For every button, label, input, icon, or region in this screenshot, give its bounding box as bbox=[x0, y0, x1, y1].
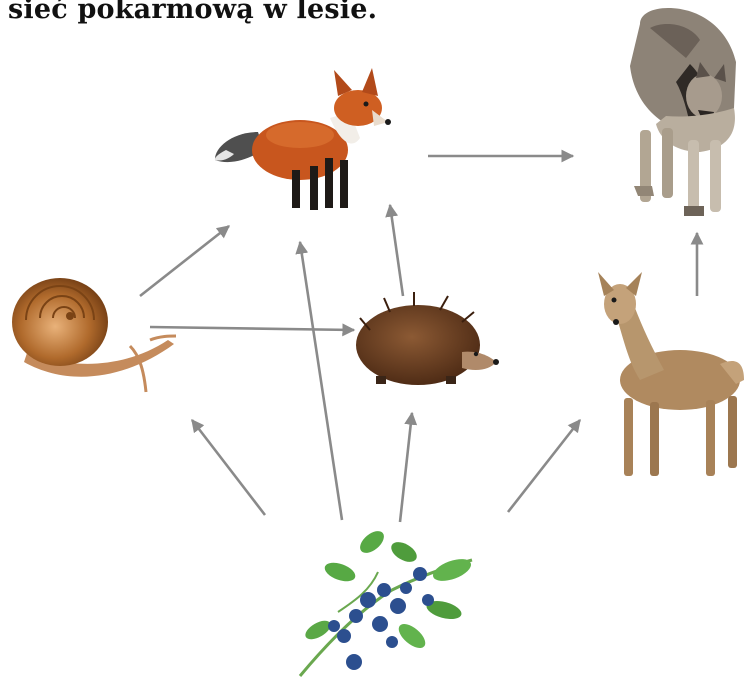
arrow-blueberry-to-snail bbox=[192, 420, 265, 515]
arrow-hedgehog-to-fox bbox=[390, 205, 403, 296]
arrow-blueberry-to-deer bbox=[508, 420, 580, 512]
hedgehog-icon bbox=[356, 292, 499, 385]
arrow-blueberry-to-fox bbox=[300, 242, 342, 520]
blueberry-plant-icon bbox=[300, 527, 474, 676]
arrow-snail-to-hedgehog bbox=[150, 327, 354, 330]
snail-icon bbox=[12, 278, 176, 392]
fox-icon bbox=[215, 68, 391, 210]
arrow-snail-to-fox bbox=[140, 226, 229, 296]
wolf-icon bbox=[630, 8, 736, 216]
arrow-blueberry-to-hedgehog bbox=[400, 413, 412, 522]
roe-deer-icon bbox=[598, 272, 744, 476]
